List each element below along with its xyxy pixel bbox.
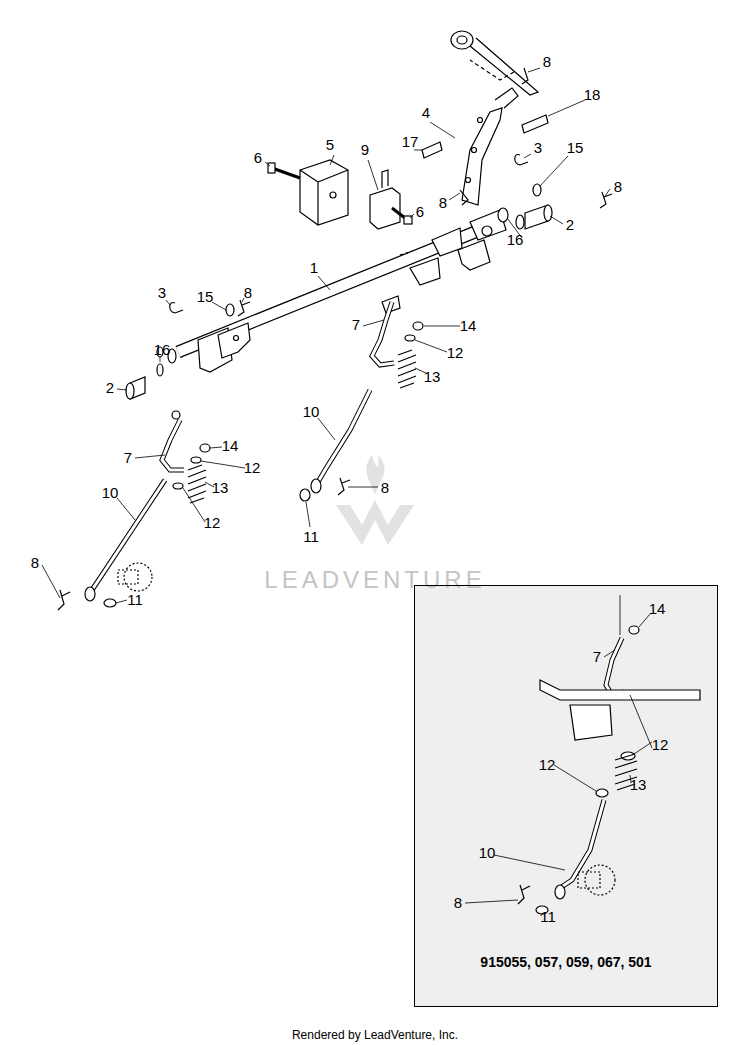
callout-number: 14 [649,601,666,617]
callout-number: 3 [158,285,166,301]
callout-number: 5 [326,137,334,153]
callout-number: 10 [102,485,119,501]
callout-number: 8 [439,195,447,211]
callout-number: 17 [402,134,419,150]
inset-frame: 915055, 057, 059, 067, 501 [414,585,718,1007]
callout-number: 8 [381,480,389,496]
assembly-drawing [58,31,700,914]
watermark: LEADVENTURE [264,567,485,593]
footer-credit: Rendered by LeadVenture, Inc. [292,1028,458,1042]
callout-number: 7 [352,317,360,333]
callout-number: 4 [422,105,430,121]
callout-number: 12 [204,515,221,531]
callout-number: 8 [543,54,551,70]
callout-number: 11 [303,529,319,545]
callout-number: 13 [630,777,647,793]
callout-number: 7 [124,450,132,466]
callout-number: 8 [244,285,252,301]
callout-number: 8 [454,895,462,911]
callout-number: 2 [566,217,574,233]
watermark-logo [336,455,414,545]
callout-number: 2 [106,380,114,396]
callout-number: 10 [303,404,320,420]
callout-number: 6 [416,204,424,220]
leader-lines [42,68,652,916]
callout-number: 13 [212,480,229,496]
callout-number: 18 [584,87,601,103]
callout-number: 14 [460,318,477,334]
callout-number: 11 [127,592,143,608]
callout-number: 15 [567,140,584,156]
callout-number: 6 [254,150,262,166]
callout-number: 12 [652,737,669,753]
callout-number: 9 [361,142,369,158]
callout-number: 8 [31,555,39,571]
callout-number: 12 [539,757,556,773]
callout-number: 1 [310,260,318,276]
callout-number: 3 [534,140,542,156]
callout-number: 15 [197,289,214,305]
callout-number: 14 [222,438,239,454]
callout-number: 16 [507,232,524,248]
callout-number: 12 [447,345,464,361]
callout-number: 13 [424,369,441,385]
model-numbers: 915055, 057, 059, 067, 501 [415,954,717,970]
callout-number: 12 [244,460,261,476]
callout-number: 11 [540,909,556,925]
callout-number: 16 [154,342,171,358]
inset-ground [414,585,718,1007]
callout-number: 8 [614,179,622,195]
callout-number: 10 [479,845,496,861]
callout-number: 7 [593,649,601,665]
